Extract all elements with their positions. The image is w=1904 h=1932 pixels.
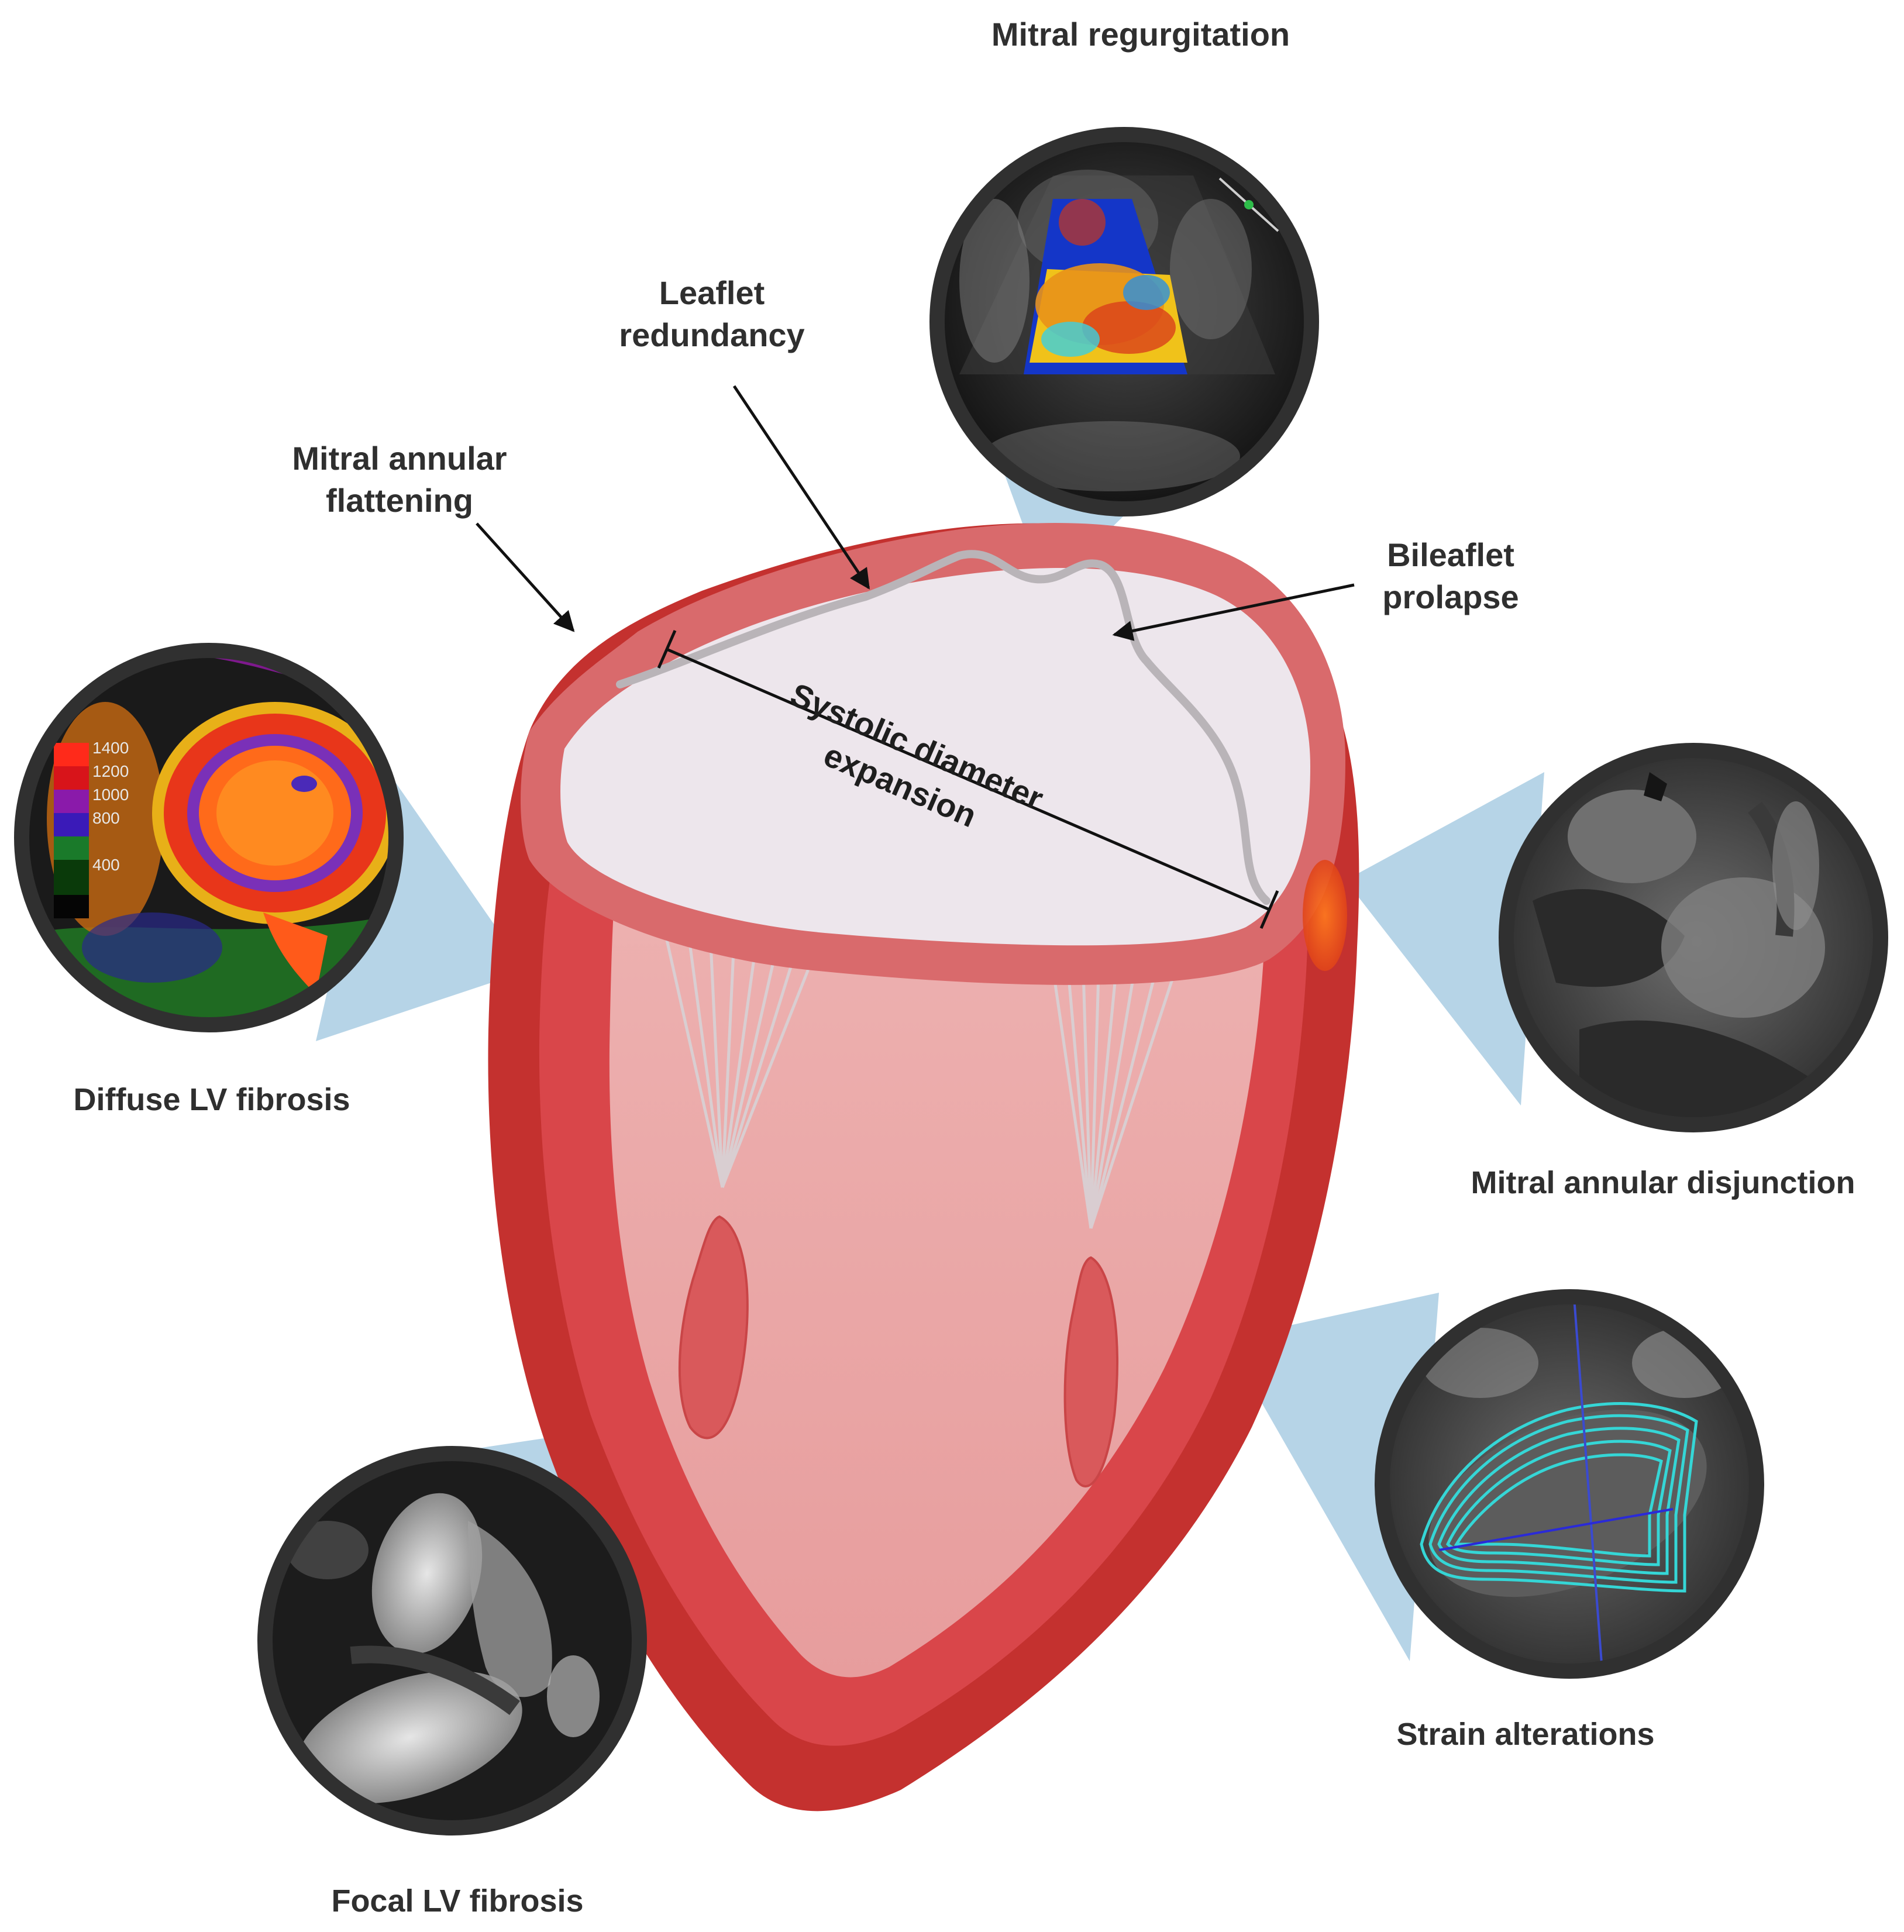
- lens-border-lge: [257, 1446, 647, 1835]
- t1-scale-400: 400: [92, 856, 120, 874]
- lens-border-strain: [1375, 1289, 1764, 1679]
- papillary-muscle-left: [678, 1215, 749, 1439]
- label-bileaflet-prolapse-line2: prolapse: [1382, 578, 1519, 615]
- diameter-line: [666, 648, 1270, 911]
- t1-scale-1000: 1000: [92, 786, 129, 804]
- lens-border-mad: [1499, 743, 1888, 1132]
- lens-mitral-annular-disjunction: [1499, 743, 1888, 1132]
- annotation-arrows: [476, 385, 1355, 641]
- lens-mitral-regurgitation-echo: [929, 127, 1319, 516]
- label-mitral-annular-flattening-line1: Mitral annular: [292, 440, 507, 477]
- label-mitral-annular-flattening-line2: flattening: [326, 482, 473, 519]
- papillary-muscle-right: [1063, 1256, 1119, 1487]
- diameter-tick-end: [1259, 890, 1279, 929]
- left-ventricle-illustration: [488, 523, 1359, 1812]
- mad-highlight: [1303, 860, 1347, 971]
- prolapsing-leaflet-line: [616, 550, 1271, 905]
- lens-focal-lv-fibrosis-lge: [257, 1446, 647, 1835]
- t1-scale-800: 800: [92, 809, 120, 827]
- lens-border-echo: [929, 127, 1319, 516]
- arrow-bileaflet-prolapse: [1112, 583, 1355, 641]
- strain-contours: [1420, 1402, 1698, 1593]
- t1-scale-1200: 1200: [92, 762, 129, 780]
- label-bileaflet-prolapse-line1: Bileaflet: [1387, 536, 1514, 573]
- label-leaflet-redundancy-line1: Leaflet: [659, 274, 765, 311]
- systolic-diameter-measure: [657, 629, 1279, 929]
- lens-border-t1map: [14, 643, 404, 1032]
- label-mitral-annular-disjunction: Mitral annular disjunction: [1471, 1165, 1855, 1200]
- label-strain-alterations: Strain alterations: [1396, 1717, 1654, 1752]
- label-diffuse-lv-fibrosis: Diffuse LV fibrosis: [73, 1082, 350, 1117]
- label-mitral-regurgitation: Mitral regurgitation: [991, 16, 1290, 53]
- arrow-leaflet-redundancy: [732, 385, 870, 590]
- t1-scale-1400: 1400: [92, 739, 129, 757]
- wedge-strain-alterations: [1225, 1293, 1439, 1661]
- wedge-mitral-annular-disjunction: [1345, 772, 1544, 1106]
- arrow-mitral-annular-flattening: [476, 522, 575, 632]
- label-focal-lv-fibrosis: Focal LV fibrosis: [331, 1883, 583, 1919]
- lens-strain-alterations: [1375, 1289, 1764, 1679]
- diameter-tick-start: [657, 629, 677, 669]
- label-leaflet-redundancy-line2: redundancy: [619, 316, 804, 353]
- mitral-valve-plane: [560, 567, 1310, 946]
